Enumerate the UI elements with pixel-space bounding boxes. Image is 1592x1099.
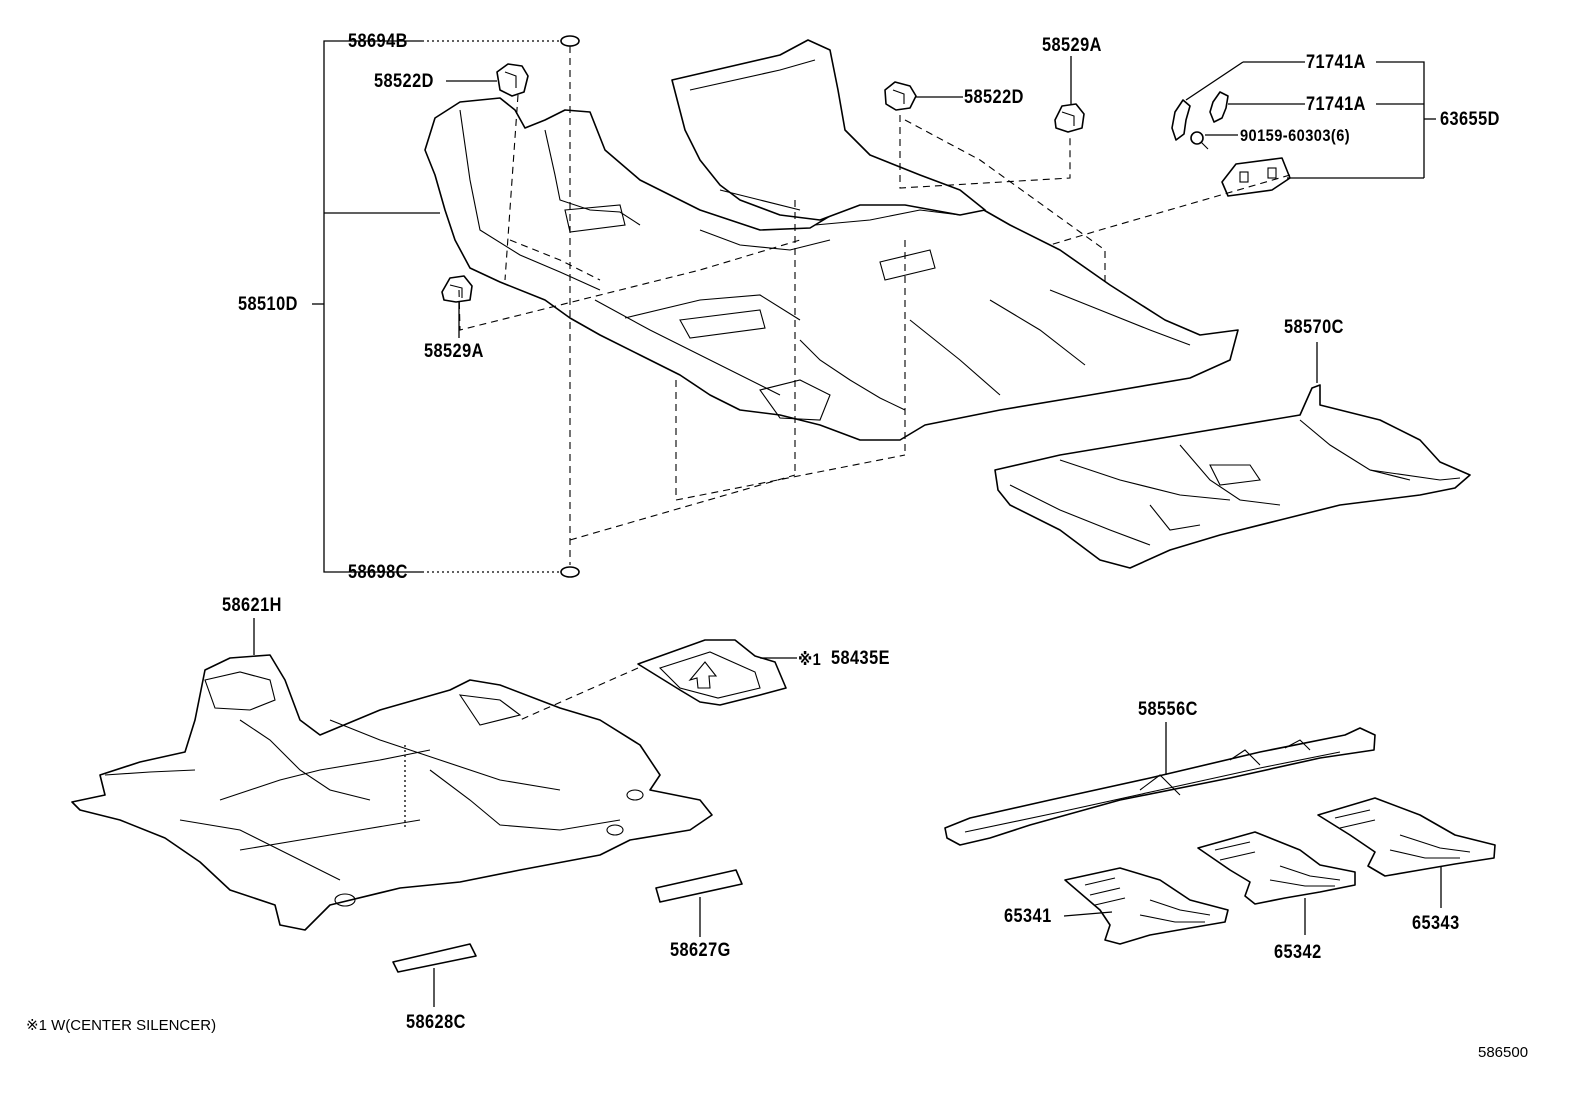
clip-58529A-left[interactable]	[441, 275, 473, 303]
floor-silencer-58621H[interactable]	[71, 654, 713, 931]
label-58435E-mark: ※1	[798, 650, 822, 669]
shield-65342[interactable]	[1197, 831, 1356, 905]
label-58522D-left[interactable]: 58522D	[374, 71, 434, 92]
label-63655D[interactable]: 63655D	[1440, 109, 1500, 130]
label-58522D-right[interactable]: 58522D	[964, 87, 1024, 108]
label-65341[interactable]: 65341	[1004, 906, 1052, 927]
floor-carpet-58510D[interactable]	[424, 39, 1239, 441]
label-65343[interactable]: 65343	[1412, 913, 1460, 934]
figure-number: 586500	[1478, 1044, 1529, 1061]
rear-carpet-58570C[interactable]	[994, 384, 1471, 569]
pad-58627G[interactable]	[655, 869, 743, 903]
label-90159-60303[interactable]: 90159-60303(6)	[1240, 126, 1351, 145]
label-58510D[interactable]: 58510D	[238, 294, 298, 315]
fastener-58698C[interactable]	[560, 566, 580, 578]
label-65342[interactable]: 65342	[1274, 942, 1322, 963]
label-58529A-top[interactable]: 58529A	[1042, 35, 1102, 56]
label-58570C[interactable]: 58570C	[1284, 317, 1344, 338]
plate-63655D[interactable]	[1221, 157, 1291, 197]
clip-58522D-left[interactable]	[496, 63, 529, 97]
label-58529A-left[interactable]: 58529A	[424, 341, 484, 362]
label-71741A-1[interactable]: 71741A	[1306, 52, 1366, 73]
hook-71741A-1[interactable]	[1171, 99, 1191, 141]
label-58621H[interactable]: 58621H	[222, 595, 282, 616]
pad-58628C[interactable]	[392, 943, 477, 973]
footnote: ※1 W(CENTER SILENCER)	[26, 1017, 217, 1034]
screw-90159-60303[interactable]	[1190, 131, 1209, 150]
label-58698C[interactable]: 58698C	[348, 562, 408, 583]
label-71741A-2[interactable]: 71741A	[1306, 94, 1366, 115]
shield-65341[interactable]	[1064, 867, 1229, 945]
shield-65343[interactable]	[1317, 797, 1496, 877]
clip-58529A-top[interactable]	[1054, 103, 1085, 133]
label-58556C[interactable]: 58556C	[1138, 699, 1198, 720]
label-58627G[interactable]: 58627G	[670, 940, 731, 961]
clip-58522D-right[interactable]	[884, 81, 917, 111]
label-58628C[interactable]: 58628C	[406, 1012, 466, 1033]
sill-insulator-58556C[interactable]	[944, 727, 1376, 846]
center-silencer-58435E[interactable]	[637, 639, 787, 706]
fastener-58694B[interactable]	[560, 35, 580, 47]
label-58694B[interactable]: 58694B	[348, 31, 408, 52]
label-58435E[interactable]: 58435E	[831, 648, 890, 669]
hook-71741A-2[interactable]	[1209, 91, 1229, 123]
